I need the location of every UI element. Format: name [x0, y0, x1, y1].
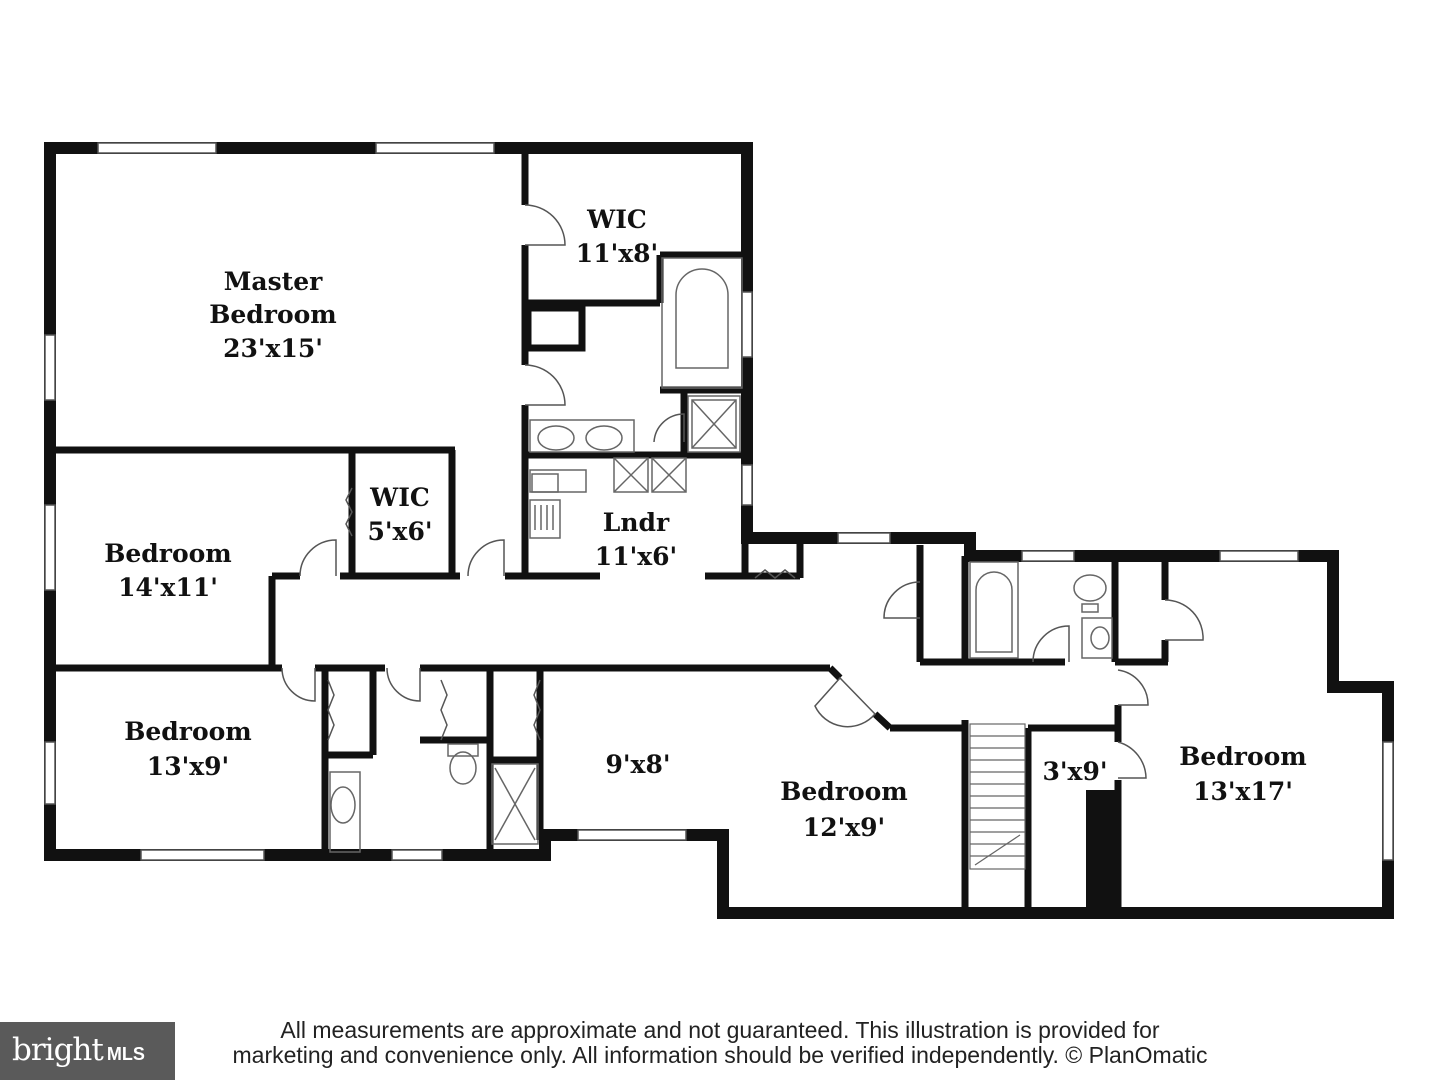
- bedroom-14x11-label: Bedroom: [104, 539, 232, 568]
- wic-small-size: 5'x6': [367, 517, 432, 546]
- fixtures: [329, 257, 1113, 853]
- master-bedroom-label-line1: Master: [224, 267, 323, 296]
- wic-master-label: WIC: [586, 205, 647, 234]
- bedroom-14x11-size: 14'x11': [118, 573, 218, 602]
- logo-suffix: MLS: [106, 1044, 145, 1064]
- bedroom-13x9-label: Bedroom: [124, 717, 252, 746]
- disclaimer-line1: All measurements are approximate and not…: [280, 1017, 1160, 1043]
- staircase: [969, 723, 1026, 870]
- wic-small-label: WIC: [369, 483, 430, 512]
- doors: [281, 204, 1204, 779]
- master-bedroom-label-line2: Bedroom: [209, 300, 337, 329]
- disclaimer: All measurements are approximate and not…: [175, 1018, 1265, 1068]
- master-bedroom-size: 23'x15': [223, 334, 323, 363]
- closet-3x9-size: 3'x9': [1042, 757, 1107, 786]
- bedroom-13x17-size: 13'x17': [1193, 777, 1293, 806]
- room-labels: Master Bedroom 23'x15' WIC 11'x8' WIC 5'…: [104, 205, 1307, 842]
- exterior-walls: [44, 142, 1394, 919]
- room-9x8-size: 9'x8': [605, 750, 670, 779]
- chimney-block: [1086, 790, 1116, 913]
- floor-plan: Master Bedroom 23'x15' WIC 11'x8' WIC 5'…: [44, 142, 1394, 919]
- bedroom-13x9-size: 13'x9': [147, 752, 229, 781]
- bedroom-13x17-label: Bedroom: [1179, 742, 1307, 771]
- bedroom-12x9-size: 12'x9': [803, 813, 885, 842]
- disclaimer-line2: marketing and convenience only. All info…: [232, 1042, 1208, 1068]
- interior-walls: [50, 148, 1169, 913]
- windows: [44, 142, 1394, 861]
- laundry-size: 11'x6': [595, 542, 677, 571]
- laundry-label: Lndr: [603, 508, 670, 537]
- wic-master-size: 11'x8': [576, 239, 658, 268]
- bedroom-12x9-label: Bedroom: [780, 777, 908, 806]
- logo-brand: bright: [12, 1032, 104, 1068]
